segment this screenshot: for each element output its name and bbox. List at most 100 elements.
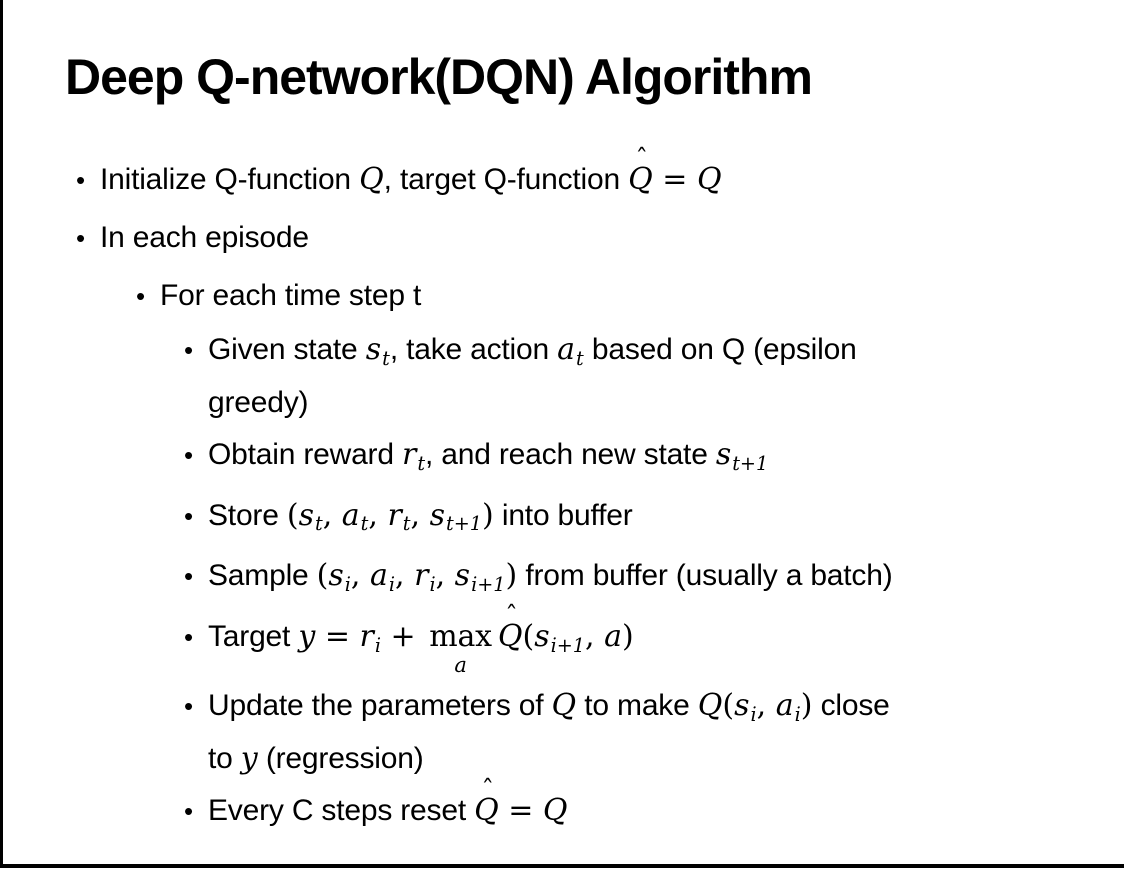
text-segment: , target Q-function	[383, 163, 629, 196]
bullet-dot-icon: •	[184, 439, 194, 470]
bullet-dot-icon: •	[184, 690, 194, 721]
bullet-item: • Given state st, take action at based on…	[3, 328, 1124, 425]
bullet-item: •Update the parameters of Q to make Q(si…	[3, 684, 1124, 781]
bullet-dot-icon: •	[184, 335, 194, 365]
text-segment: Sample	[208, 559, 317, 593]
text-segment: to	[208, 741, 241, 775]
math-subscript: t	[402, 512, 411, 536]
math-operator: (	[722, 687, 735, 723]
bullet-dot-icon: •	[76, 165, 86, 195]
text-segment: to make	[576, 688, 698, 722]
bullet-dot-icon: •	[184, 795, 194, 826]
bullet-dot-icon: •	[136, 281, 146, 311]
math-subscript: i	[344, 573, 351, 596]
math-subscript: t	[382, 346, 390, 370]
hat-accent-icon: ˆ	[505, 601, 518, 632]
math-variable: Q	[497, 619, 523, 654]
bullet-dot-icon: •	[184, 561, 194, 592]
math-operator: )	[800, 687, 813, 723]
bullet-item: • Sample (si, ai, ri, si+1) from buffer (…	[3, 554, 1124, 607]
text-segment: Target	[208, 620, 299, 653]
math-variable: at	[341, 497, 369, 536]
math-variable: Q	[551, 687, 577, 723]
bullet-dot-icon: •	[76, 223, 86, 253]
math-variable: si+1	[534, 619, 586, 657]
bullet-dot-icon: •	[184, 622, 194, 652]
math-operator: +	[380, 619, 426, 654]
math-operator: ,	[350, 558, 370, 594]
bullet-text: In each episode	[100, 216, 1124, 260]
math-subscript: i+1	[550, 633, 586, 657]
math-variable: Q	[696, 162, 722, 197]
math-operator: =	[498, 792, 543, 828]
text-segment: based on Q (epsilon	[583, 333, 857, 366]
bullet-text: Given state st, take action at based on …	[208, 328, 1124, 425]
bullet-item: • In each episode	[3, 216, 1124, 260]
text-segment: In each episode	[100, 221, 309, 254]
math-subscript: t+1	[446, 512, 482, 536]
max-operator-label: max	[429, 619, 492, 654]
math-variable: Q	[697, 687, 723, 723]
text-segment: Update the parameters of	[208, 688, 552, 722]
math-subscript: t	[576, 346, 584, 370]
math-variable: ri	[414, 558, 436, 596]
text-segment: greedy)	[208, 385, 309, 419]
math-variable: ai	[370, 558, 396, 596]
text-segment: (regression)	[257, 741, 424, 775]
math-operator: ,	[368, 497, 388, 533]
math-operator: (	[286, 497, 299, 533]
hat-accent-icon: ˆ	[635, 144, 648, 175]
math-variable: st	[298, 497, 323, 536]
math-variable: st+1	[715, 436, 769, 475]
bullet-text: Sample (si, ai, ri, si+1) from buffer (u…	[208, 554, 1124, 607]
math-variable: si	[328, 558, 351, 596]
text-segment: into buffer	[493, 498, 633, 532]
math-subscript: t	[417, 451, 426, 475]
bullet-item: •Store (st, at, rt, st+1) into buffer	[3, 494, 1124, 547]
text-segment: close	[812, 688, 890, 722]
text-segment: Given state	[208, 333, 366, 366]
bullet-item: •Obtain reward rt, and reach new state s…	[3, 433, 1124, 486]
math-subscript: t	[360, 512, 369, 536]
math-variable: si	[734, 687, 757, 726]
math-subscript: t	[314, 512, 323, 536]
bullet-text: Initialize Q-function Q, target Q-functi…	[100, 147, 1124, 202]
text-segment: Obtain reward	[208, 437, 402, 471]
math-subscript: t+1	[732, 451, 769, 475]
math-subscript: i	[429, 573, 436, 596]
math-operator: )	[621, 619, 634, 654]
math-variable: Q	[359, 162, 384, 197]
math-subscript: i	[750, 702, 757, 726]
bullet-list: • Initialize Q-function Q, target Q-funct…	[3, 147, 1124, 833]
math-operator: )	[482, 497, 494, 533]
text-segment: from buffer (usually a batch)	[517, 559, 893, 593]
math-variable: a	[604, 619, 622, 654]
math-variable: rt	[387, 497, 411, 536]
slide-title: Deep Q-network(DQN) Algorithm	[65, 49, 813, 105]
math-subscript: i	[794, 702, 801, 726]
math-operator: ,	[322, 497, 342, 533]
bullet-item: • Initialize Q-function Q, target Q-funct…	[3, 147, 1124, 202]
math-operator: (	[316, 558, 329, 594]
math-variable: y	[298, 619, 316, 654]
math-operator: (	[522, 619, 535, 654]
math-variable: ri	[359, 619, 381, 657]
math-variable: Q	[474, 792, 499, 828]
math-subscript: i	[374, 633, 381, 657]
math-variable: si+1	[454, 558, 506, 596]
math-variable: st+1	[429, 497, 482, 536]
math-variable: st	[365, 332, 390, 370]
math-variable: ai	[775, 687, 801, 726]
math-operator: ,	[756, 687, 776, 723]
math-operator: )	[505, 558, 518, 594]
bullet-dot-icon: •	[184, 500, 194, 531]
text-segment: , take action	[389, 333, 558, 366]
math-variable: at	[557, 332, 584, 370]
